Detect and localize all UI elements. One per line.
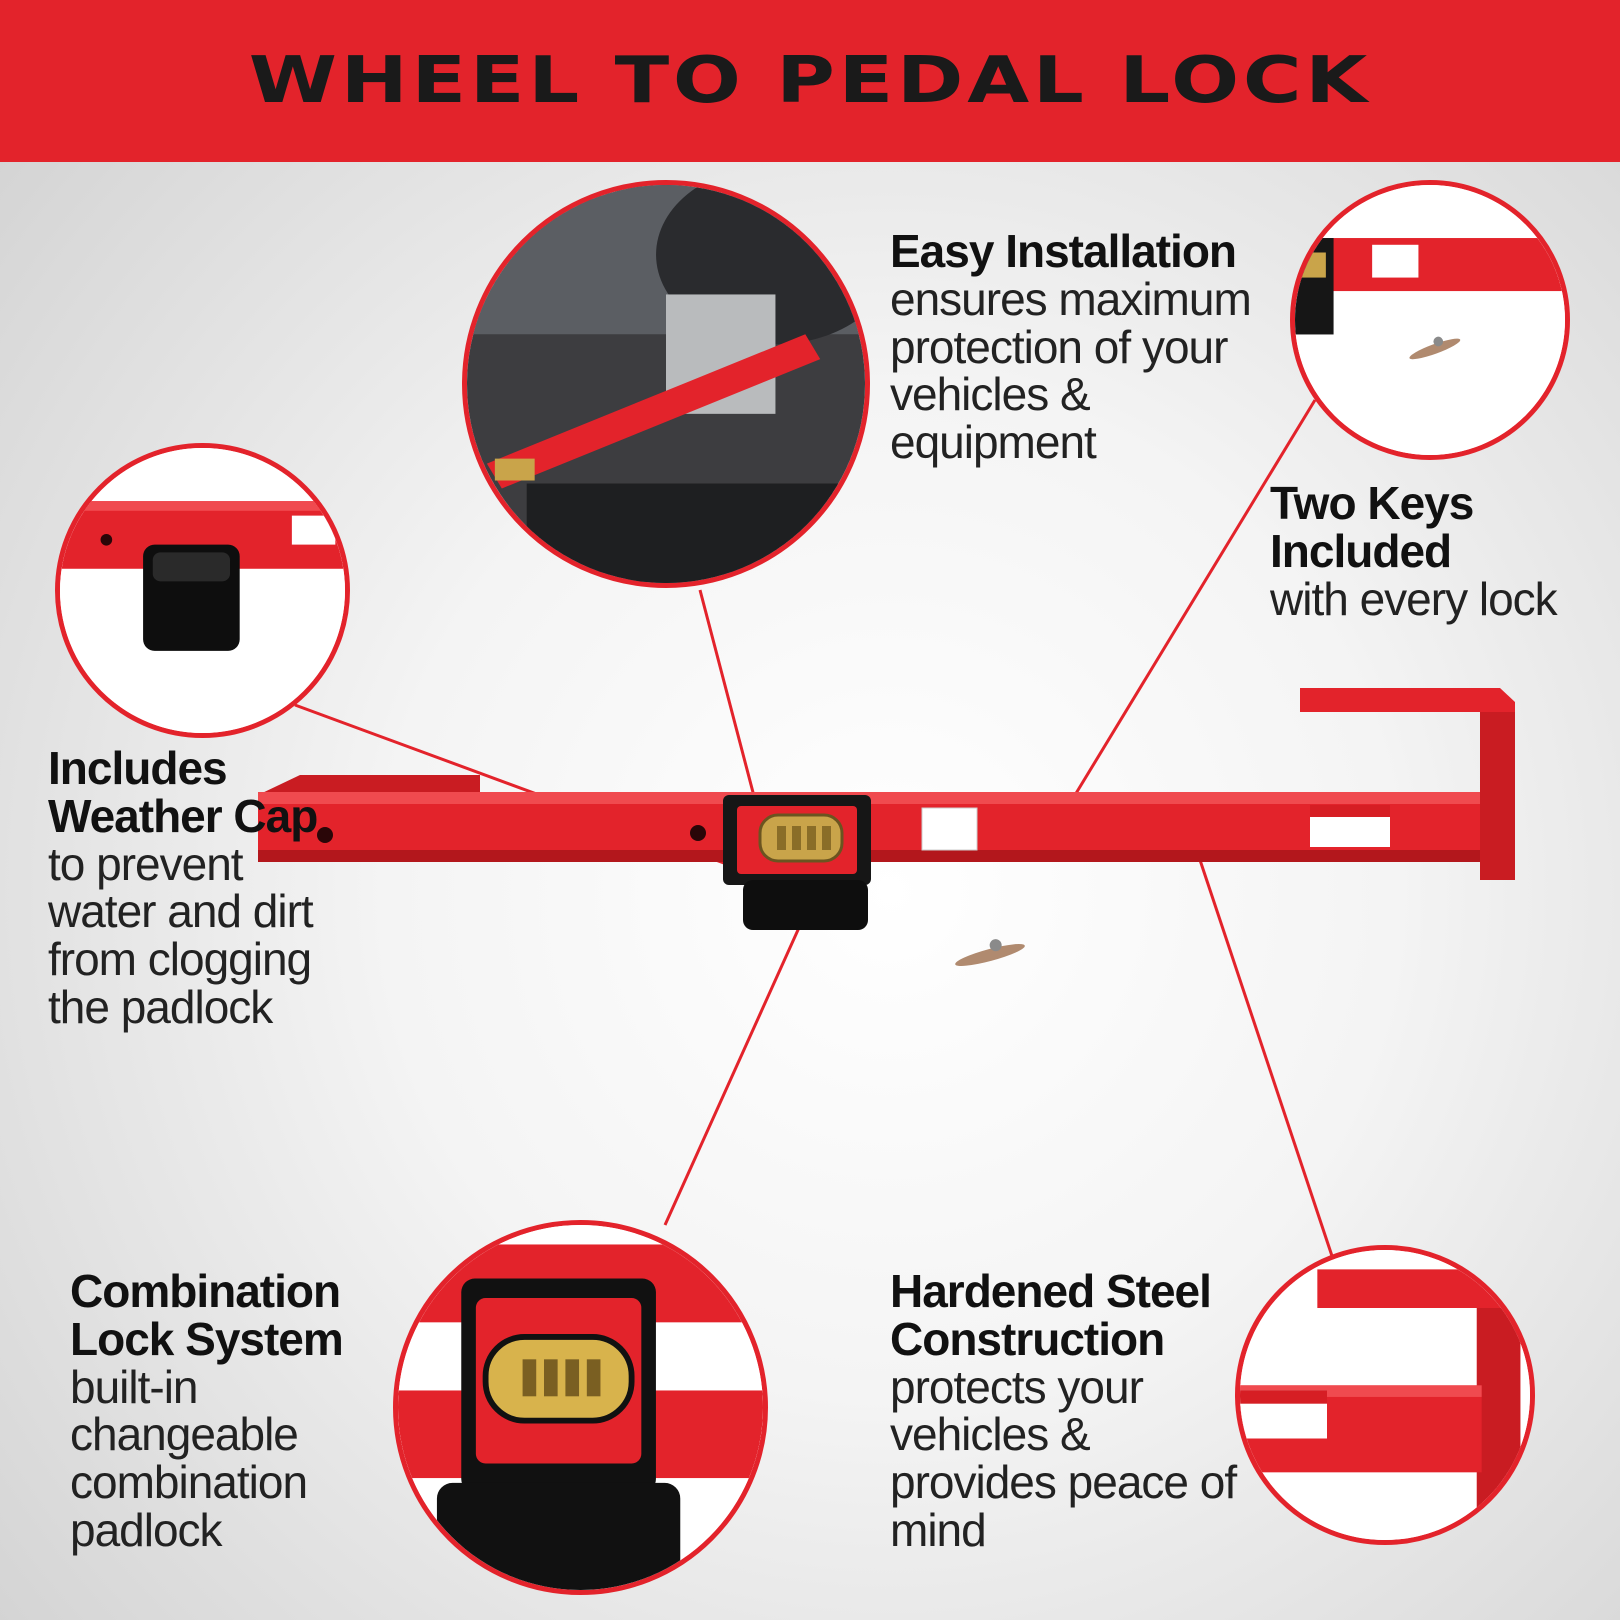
callout-easy-installation: Easy Installation ensures maximum protec…: [890, 225, 1270, 469]
page-title: WHEEL TO PEDAL LOCK: [248, 44, 1372, 118]
callout-heading: Easy Installation: [890, 225, 1237, 277]
callout-heading: Two Keys Included: [1270, 477, 1474, 577]
keys-photo-circle: [1290, 180, 1570, 460]
title-banner: WHEEL TO PEDAL LOCK: [0, 0, 1620, 162]
callout-body: ensures maximum protection of your vehic…: [890, 272, 1252, 469]
steel-bracket-photo-circle: [1235, 1245, 1535, 1545]
callout-body: to prevent water and dirt from clogging …: [48, 837, 314, 1034]
callout-body: built-in changeable combination padlock: [70, 1360, 308, 1557]
callout-body: protects your vehicles & provides peace …: [890, 1360, 1237, 1557]
callout-combination-lock: Combination Lock System built-in changea…: [70, 1265, 390, 1557]
callout-body: with every lock: [1270, 572, 1558, 625]
installation-photo-circle: [462, 180, 870, 588]
callout-hardened-steel: Hardened Steel Construction protects you…: [890, 1265, 1240, 1557]
combination-lock-photo-circle: [393, 1220, 768, 1595]
weather-cap-photo-circle: [55, 443, 350, 738]
callout-two-keys: Two Keys Included with every lock: [1270, 477, 1600, 625]
callout-heading: Includes Weather Cap: [48, 742, 318, 842]
callout-weather-cap: Includes Weather Cap to prevent water an…: [48, 742, 348, 1034]
callout-heading: Combination Lock System: [70, 1265, 344, 1365]
callout-heading: Hardened Steel Construction: [890, 1265, 1212, 1365]
